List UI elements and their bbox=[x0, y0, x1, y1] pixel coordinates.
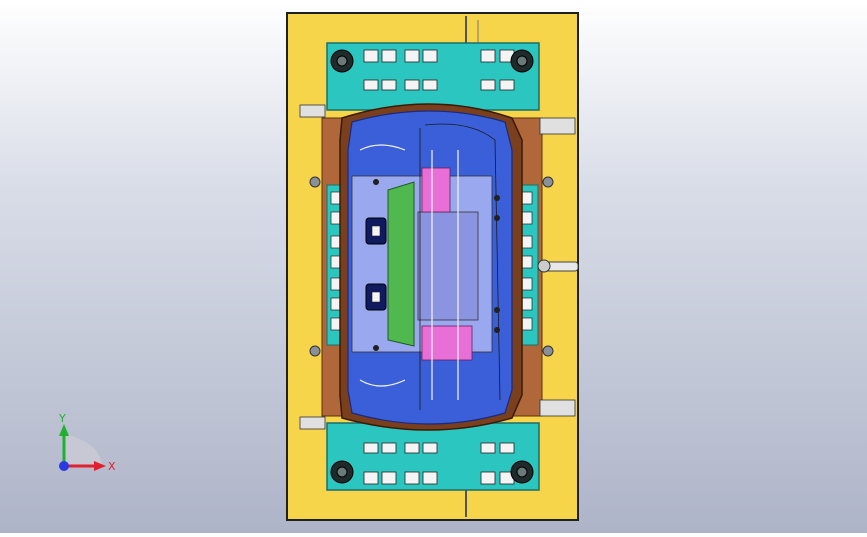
x-axis-label: X bbox=[108, 460, 116, 473]
coordinate-triad: Y X bbox=[58, 412, 116, 473]
side-brackets bbox=[299, 104, 576, 430]
y-axis-arrow bbox=[59, 424, 69, 436]
green-insert bbox=[387, 181, 415, 347]
xy-plane-indicator bbox=[64, 434, 102, 466]
x-axis-arrow bbox=[94, 461, 106, 471]
detail-lines bbox=[359, 144, 459, 400]
guide-bushings bbox=[330, 49, 534, 484]
ejector-slots-bottom bbox=[363, 442, 515, 485]
pink-insert-bottom bbox=[421, 325, 473, 361]
locating-hole bbox=[309, 176, 321, 188]
locating-hole bbox=[309, 345, 321, 357]
core-inner bbox=[417, 211, 479, 321]
locating-hole bbox=[542, 345, 554, 357]
y-axis-label: Y bbox=[58, 412, 66, 425]
locating-hole bbox=[542, 176, 554, 188]
bolt-heads bbox=[373, 179, 500, 351]
ejector-slots-top bbox=[363, 49, 515, 91]
pink-insert-top bbox=[421, 167, 451, 213]
triad-origin bbox=[59, 461, 69, 471]
